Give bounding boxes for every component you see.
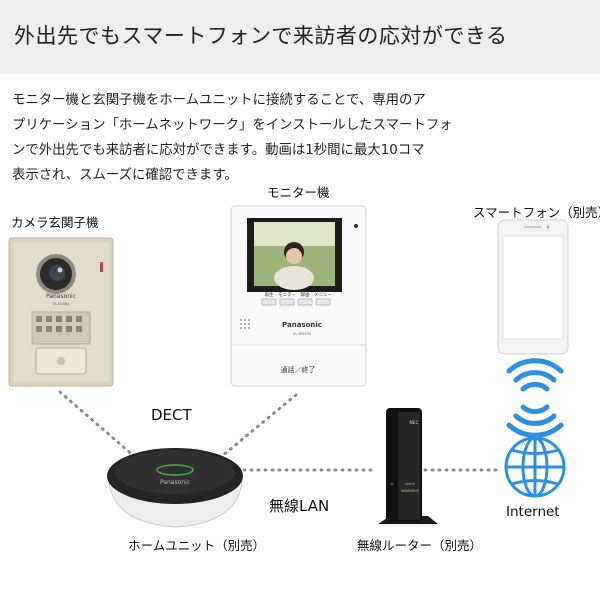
header-bar: 外出先でもスマートフォンで来訪者の応対ができる bbox=[0, 0, 600, 74]
description-line: 表示され、スムーズに確認できます。 bbox=[12, 168, 238, 183]
home-unit-image: Panasonic bbox=[107, 448, 243, 528]
description: モニター機と玄関子機をホームユニットに接続することで、専用のア プリケーション「… bbox=[12, 88, 512, 188]
description-line: ンで外出先でも来訪者に応対ができます。動画は1秒間に最大10コマ bbox=[12, 143, 425, 158]
camera-door-station-label: カメラ玄関子機 bbox=[11, 215, 99, 230]
smartphone-label: スマートフォン（別売） bbox=[473, 205, 600, 220]
monitor-brand-text: Panasonic bbox=[282, 321, 322, 329]
wireless-lan-label: 無線LAN bbox=[269, 497, 330, 515]
camera-brand-text: Panasonic bbox=[46, 293, 76, 300]
home-unit-brand-text: Panasonic bbox=[160, 479, 190, 486]
globe-icon bbox=[504, 436, 566, 498]
monitor-button-label: 録画 bbox=[301, 291, 310, 298]
wifi-signal-icon bbox=[506, 358, 564, 438]
description-line: プリケーション「ホームネットワーク」をインストールしたスマートフォ bbox=[12, 118, 453, 133]
router-line1-text: Aterm bbox=[405, 482, 416, 486]
monitor-button-label: 再生 bbox=[265, 291, 274, 298]
home-unit-label: ホームユニット（別売） bbox=[128, 538, 266, 553]
router-line2-text: WG800HP bbox=[401, 489, 419, 493]
router-image: NEC Aterm WG800HP bbox=[378, 408, 438, 524]
monitor-button-label: メニュー bbox=[314, 292, 332, 298]
dect-label: DECT bbox=[151, 406, 192, 424]
router-label: 無線ルーター（別売） bbox=[357, 538, 483, 553]
monitor-model-text: VL-MGZ30 bbox=[293, 332, 311, 336]
monitor-talk-text: 通話／終了 bbox=[281, 365, 316, 374]
monitor-button-label: モニター bbox=[278, 291, 296, 298]
router-brand-text: NEC bbox=[409, 420, 418, 426]
page-title: 外出先でもスマートフォンで来訪者の応対ができる bbox=[14, 24, 508, 48]
description-line: モニター機と玄関子機をホームユニットに接続することで、専用のア bbox=[12, 93, 426, 108]
monitor-unit-image: 再生 モニター 録画 メニュー Panasonic VL-MGZ30 通話／終了 bbox=[230, 205, 367, 387]
monitor-unit-label: モニター機 bbox=[267, 185, 330, 200]
camera-door-station-image: Panasonic VL-VS560 bbox=[8, 237, 114, 387]
internet-label: Internet bbox=[506, 504, 560, 520]
smartphone-image bbox=[497, 219, 569, 355]
camera-model-text: VL-VS560 bbox=[53, 302, 70, 306]
